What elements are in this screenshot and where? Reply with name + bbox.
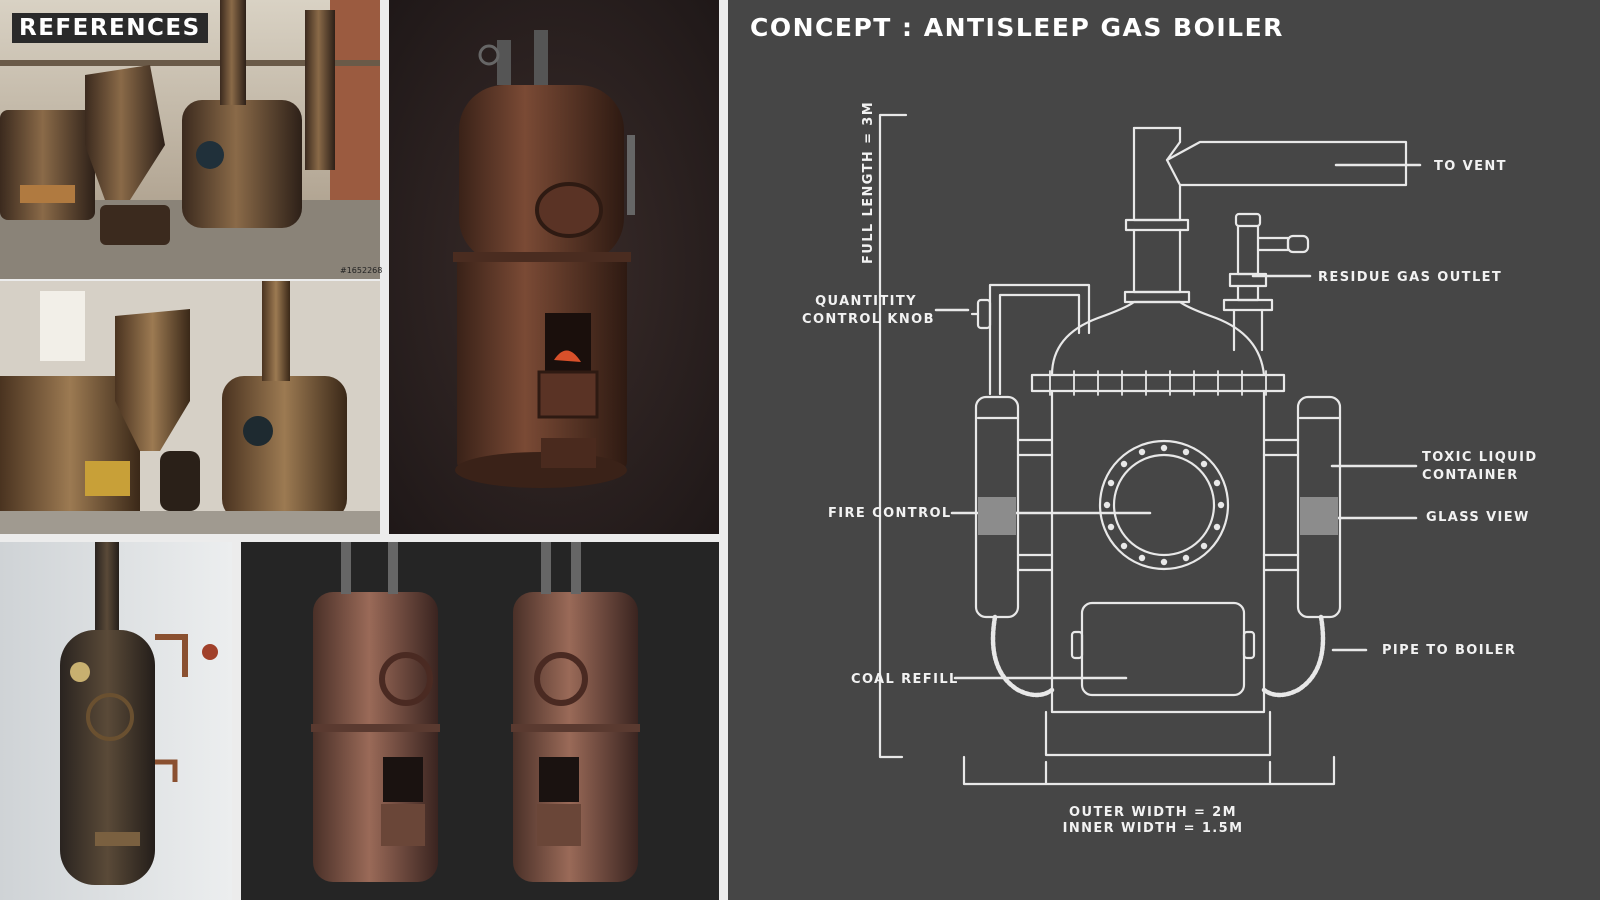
- stock-id-text: #1652268: [340, 266, 383, 275]
- toxic-liquid-container-line2: CONTAINER: [1422, 468, 1519, 483]
- left-glass-view-icon: [978, 497, 1016, 535]
- outer-width-text: OUTER WIDTH = 2M: [1069, 805, 1237, 820]
- full-length-text: FULL LENGTH = 3M: [861, 100, 876, 264]
- inner-width-text: INNER WIDTH = 1.5M: [1062, 821, 1244, 836]
- coal-refill-label: COAL REFILL: [851, 672, 959, 687]
- boiler-base: [1044, 710, 1272, 757]
- quantity-control-knob-line1: QUANTITITY: [815, 294, 917, 309]
- quantity-control-knob-label: QUANTITITY CONTROL KNOB: [802, 293, 935, 329]
- chimney: [1132, 126, 1408, 222]
- width-bracket: [962, 755, 1336, 786]
- reference-render-boiler-pair: [241, 542, 719, 900]
- quantity-control-knob-line2: CONTROL KNOB: [802, 312, 935, 327]
- reference-render-rusty-boiler: [389, 0, 719, 534]
- references-label: REFERENCES: [12, 13, 208, 43]
- right-pipe-to-boiler: [1261, 614, 1326, 698]
- left-pipe-to-boiler: [990, 614, 1055, 698]
- residue-gas-outlet-label: RESIDUE GAS OUTLET: [1318, 270, 1503, 285]
- toxic-liquid-container-label: TOXIC LIQUID CONTAINER: [1422, 449, 1538, 485]
- reference-photo-antique-boiler: [0, 542, 232, 900]
- pipe-to-boiler-label: PIPE TO BOILER: [1382, 643, 1517, 658]
- coal-refill-door: [1080, 601, 1246, 697]
- fire-control-porthole: [1098, 439, 1230, 571]
- reference-photo-distillery-2: [0, 281, 380, 534]
- toxic-liquid-container-line1: TOXIC LIQUID: [1422, 450, 1538, 465]
- boiler-dome: [1050, 300, 1266, 377]
- boiler-body: [1050, 389, 1266, 714]
- right-glass-view-icon: [1300, 497, 1338, 535]
- full-length-bracket: [878, 113, 908, 759]
- boiler-flange: [1030, 373, 1286, 393]
- width-dimensions-label: OUTER WIDTH = 2M INNER WIDTH = 1.5M: [1033, 805, 1273, 837]
- fire-control-label: FIRE CONTROL: [828, 506, 952, 521]
- reference-photo-distillery-1: REFERENCES #1652268: [0, 0, 383, 279]
- concept-panel: CONCEPT : ANTISLEEP GAS BOILER: [728, 0, 1600, 900]
- to-vent-label: TO VENT: [1434, 159, 1507, 174]
- concept-title: CONCEPT : ANTISLEEP GAS BOILER: [750, 13, 1284, 42]
- boiler-schematic: [878, 113, 1422, 786]
- glass-view-label: GLASS VIEW: [1426, 510, 1530, 525]
